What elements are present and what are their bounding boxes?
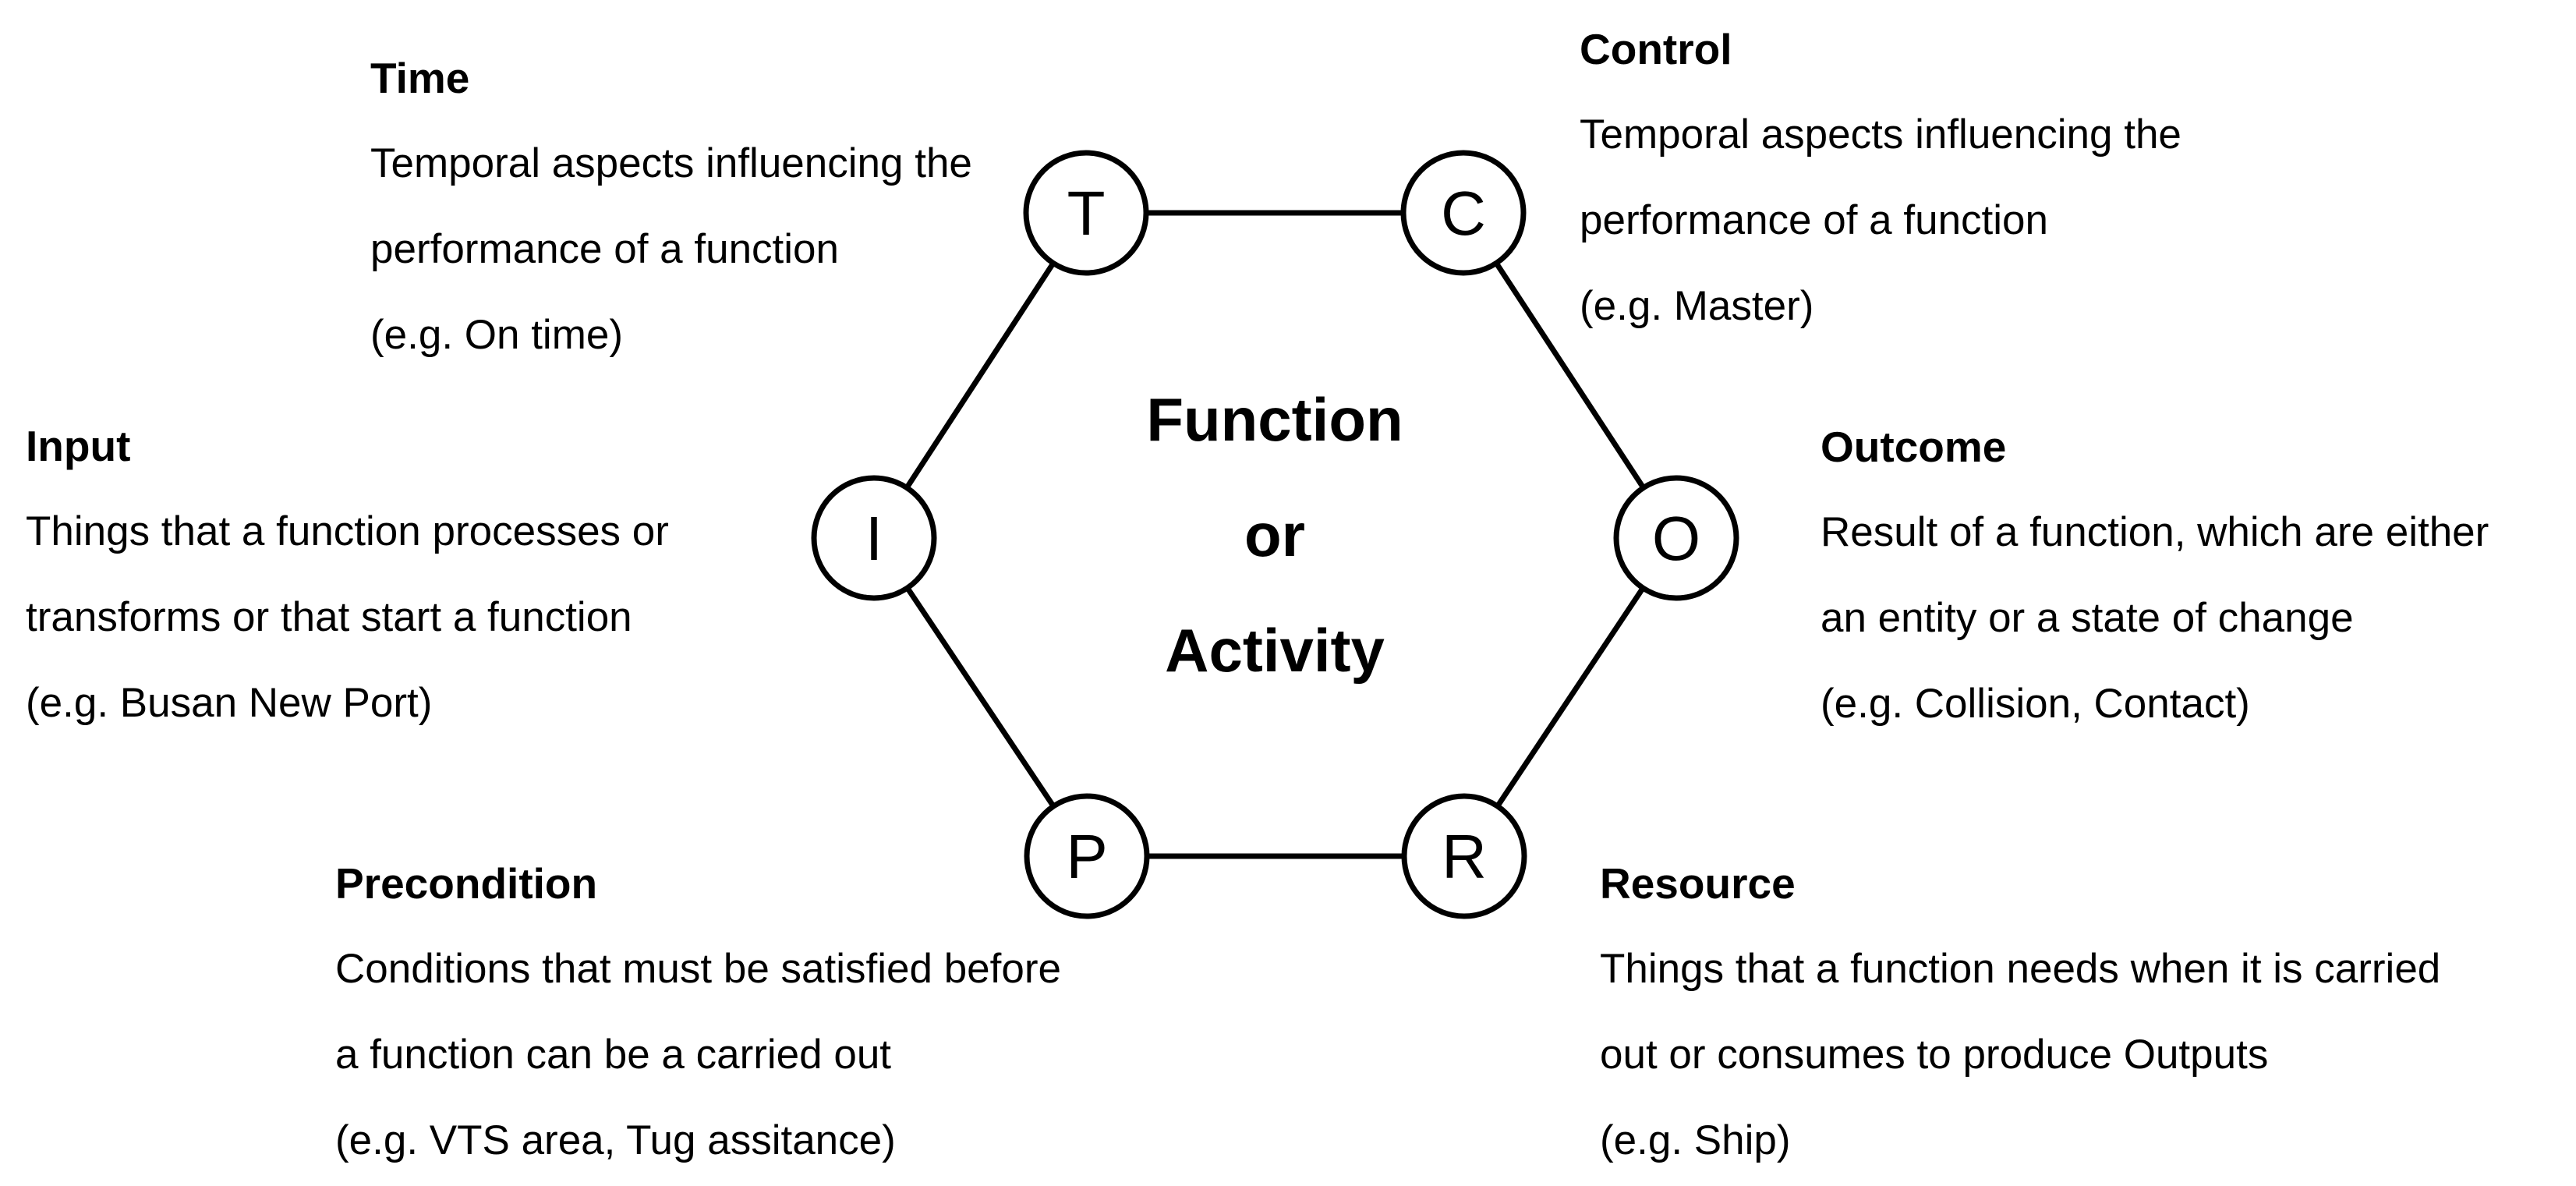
function-label-line1: Function [1146,385,1403,454]
control-description-line: performance of a function [1580,197,2049,243]
node-input-letter: I [865,504,883,573]
control-annotation: Control Temporal aspects influencing the… [1580,6,2181,349]
node-precondition-circle [1024,793,1150,919]
node-control: C [1400,150,1527,276]
time-description-line: performance of a function [370,226,840,272]
resource-title: Resource [1600,859,1796,908]
node-outcome-letter: O [1652,504,1700,573]
precondition-example-line: (e.g. VTS area, Tug assitance) [335,1117,896,1163]
node-input: I [811,475,937,601]
node-control-circle [1400,150,1527,276]
function-label-line2: or [1244,501,1305,569]
hexagon-edge-control-outcome [1461,211,1679,540]
node-time-circle [1023,150,1149,276]
time-example-line: (e.g. On time) [370,312,623,358]
time-title: Time [370,54,470,102]
node-resource-circle [1401,793,1527,919]
resource-example-line: (e.g. Ship) [1600,1117,1791,1163]
node-control-letter: C [1441,179,1486,248]
input-description-line: transforms or that start a function [26,594,632,640]
precondition-description-line: a function can be a carried out [335,1032,892,1078]
resource-description-line: Things that a function needs when it is … [1600,946,2441,992]
input-description-line: Things that a function processes or [26,508,669,554]
outcome-description-line: an entity or a state of change [1821,595,2354,641]
function-label: Function or Activity [1146,362,1403,708]
input-example-line: (e.g. Busan New Port) [26,680,433,726]
resource-description-line: out or consumes to produce Outputs [1600,1032,2269,1078]
outcome-description-line: Result of a function, which are either [1821,509,2489,555]
node-precondition-letter: P [1066,822,1107,891]
node-outcome-circle [1613,475,1739,601]
control-title: Control [1580,25,1732,73]
hexagon-edge-precondition-input [872,536,1089,858]
node-input-circle [811,475,937,601]
node-outcome: O [1613,475,1739,601]
hexagon-edge-input-time [872,211,1088,540]
time-description-line: Temporal aspects influencing the [370,140,972,186]
input-annotation: Input Things that a function processes o… [26,403,669,746]
outcome-example-line: (e.g. Collision, Contact) [1821,681,2250,727]
outcome-annotation: Outcome Result of a function, which are … [1821,404,2489,747]
input-title: Input [26,422,131,470]
node-precondition: P [1024,793,1150,919]
control-example-line: (e.g. Master) [1580,283,1814,329]
node-resource: R [1401,793,1527,919]
function-label-line3: Activity [1165,616,1385,685]
time-annotation: Time Temporal aspects influencing the pe… [370,35,972,378]
precondition-annotation: Precondition Conditions that must be sat… [335,841,1061,1184]
precondition-title: Precondition [335,859,598,908]
resource-annotation: Resource Things that a function needs wh… [1600,841,2440,1184]
node-time: T [1023,150,1149,276]
node-time-letter: T [1067,179,1106,248]
hexagon-edge-outcome-resource [1462,536,1679,858]
control-description-line: Temporal aspects influencing the [1580,112,2181,158]
outcome-title: Outcome [1821,423,2007,471]
precondition-description-line: Conditions that must be satisfied before [335,946,1061,992]
node-resource-letter: R [1442,822,1487,891]
